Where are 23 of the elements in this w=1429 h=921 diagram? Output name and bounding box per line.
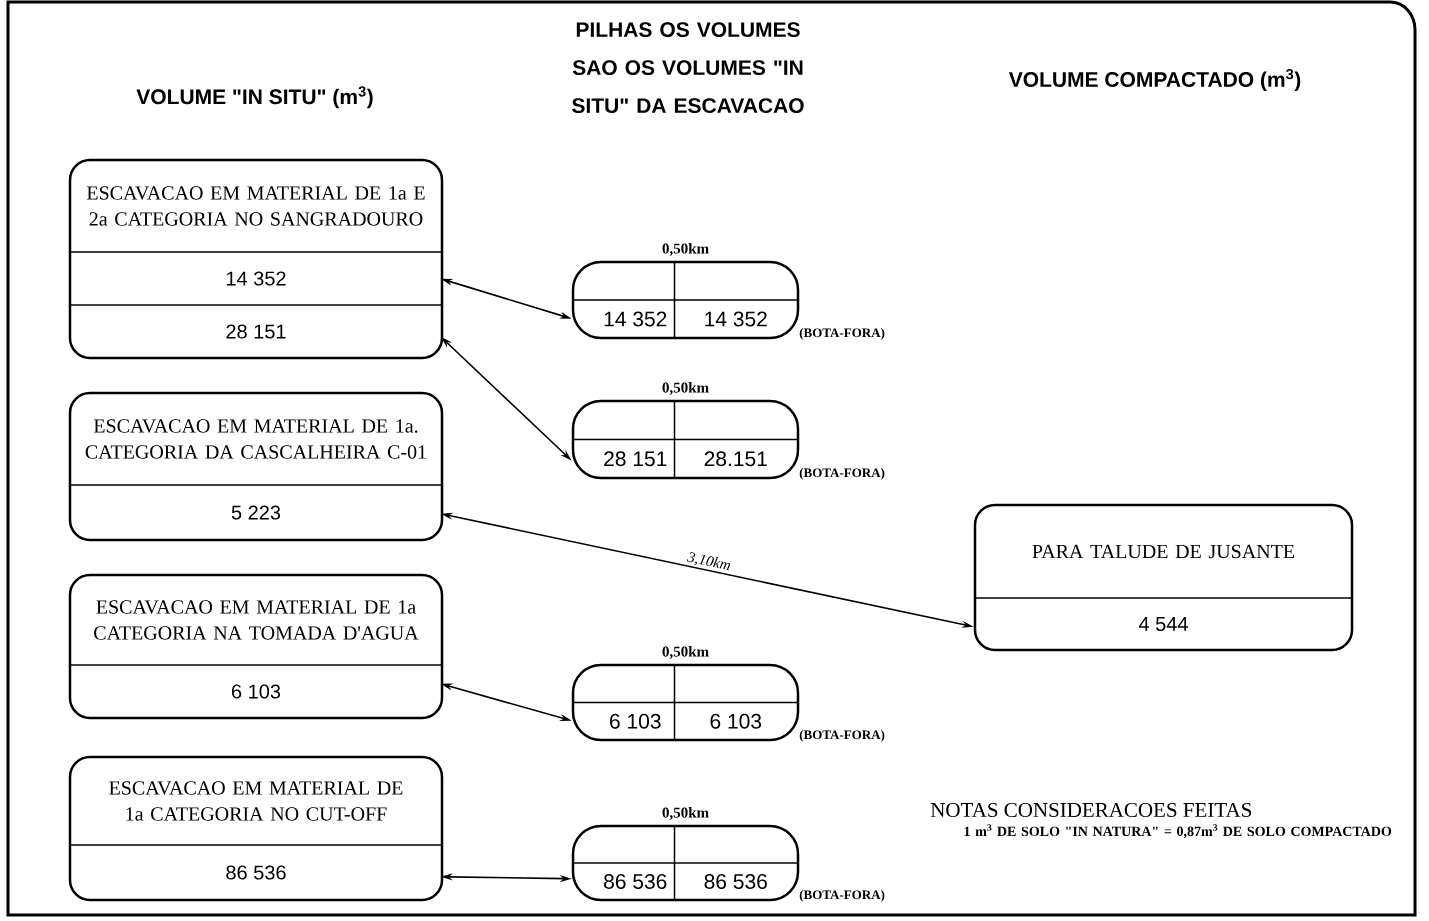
column-heading: PILHAS OS VOLUMES SAO OS VOLUMES "IN SITU" DA ESCAVACAO	[572, 22, 804, 114]
note-text: 1 m$^{3}$ DE SOLO "IN NATURA" = 0,87m$^{3}$ DE SOLO COMPACTADO	[964, 824, 1392, 839]
column-heading: VOLUME "IN SITU" (m$^{3}$)	[136, 86, 373, 109]
note-label: (BOTA-FORA)	[799, 468, 885, 480]
distance-label: 0,50km	[662, 646, 709, 659]
distance-label: 0,50km	[662, 243, 709, 256]
process-box: ESCAVACAO EM MATERIAL DE 1a. CATEGORIA DA CASCALHEIRA C-01 5 223	[68, 391, 444, 542]
distance-label: 0,50km	[662, 807, 709, 820]
pile-box: 14 352 14 352	[571, 260, 800, 340]
process-box: ESCAVACAO EM MATERIAL DE 1a CATEGORIA NA TOMADA D'AGUA 6 103	[68, 573, 444, 720]
process-box: ESCAVACAO EM MATERIAL DE 1a E 2a CATEGORIA NO SANGRADOURO 14 352 28 151	[68, 158, 444, 360]
column-heading: VOLUME COMPACTADO (m$^{3}$)	[1008, 68, 1301, 92]
distance-label: 0,50km	[662, 382, 709, 395]
pile-box: 86 536 86 536	[571, 824, 800, 902]
pile-box: 6 103 6 103	[571, 663, 800, 742]
process-box: PARA TALUDE DE JUSANTE 4 544	[973, 503, 1354, 652]
process-box: ESCAVACAO EM MATERIAL DE 1a CATEGORIA NO CUT-OFF 86 536	[68, 755, 444, 902]
edge-label: 3,10km	[685, 549, 733, 574]
notes-heading: NOTAS CONSIDERACOES FEITAS	[930, 802, 1252, 818]
note-label: (BOTA-FORA)	[799, 328, 885, 340]
note-label: (BOTA-FORA)	[799, 730, 885, 742]
pile-box: 28 151 28.151	[571, 399, 800, 480]
note-label: (BOTA-FORA)	[799, 890, 885, 902]
